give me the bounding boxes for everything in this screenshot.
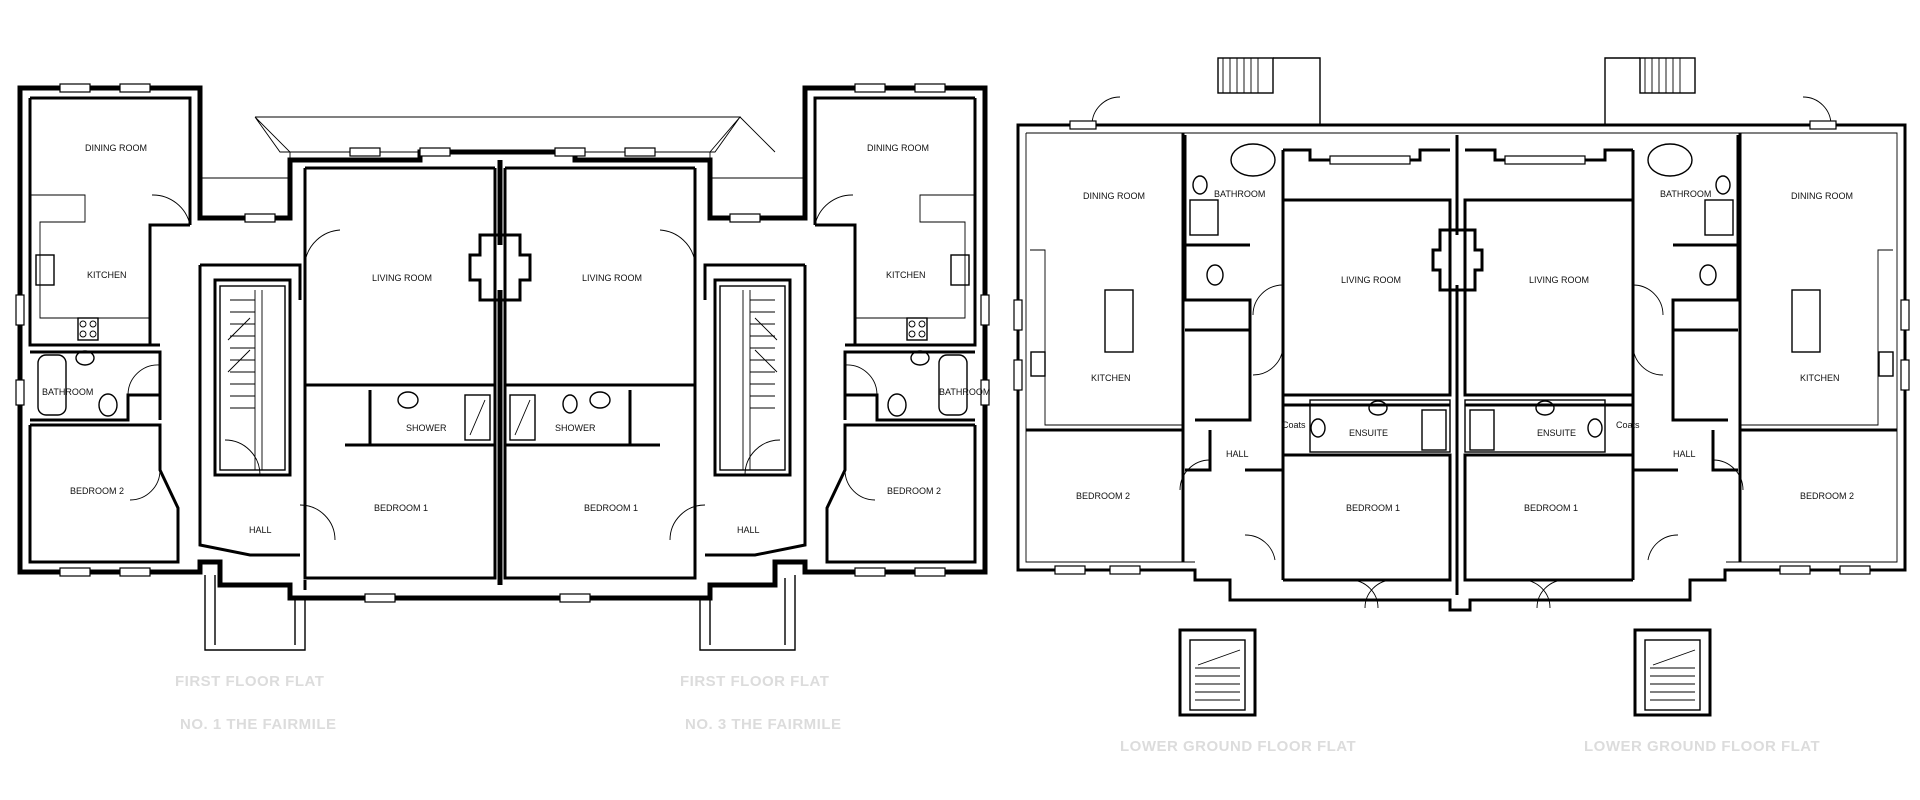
- ff-right-living-room-label: LIVING ROOM: [582, 273, 642, 283]
- lg-left-hall-label: HALL: [1226, 449, 1249, 459]
- lg-left-bedroom1-label: BEDROOM 1: [1346, 503, 1400, 513]
- lower-ground-right-title: LOWER GROUND FLOOR FLAT: [1584, 738, 1820, 755]
- first-floor-inner-walls-right: [503, 166, 697, 580]
- ff-right-bathroom-label: BATHROOM: [939, 387, 990, 397]
- lg-left-living-room-label: LIVING ROOM: [1341, 275, 1401, 285]
- plan-titles: FIRST FLOOR FLAT NO. 1 THE FAIRMILE FIRS…: [175, 673, 1820, 755]
- lg-right-bedroom2-label: BEDROOM 2: [1800, 491, 1854, 501]
- lower-ground-floor-plan: [1013, 57, 1910, 717]
- lg-right-hall-label: HALL: [1673, 449, 1696, 459]
- first-floor-left-subtitle: NO. 1 THE FAIRMILE: [180, 716, 337, 733]
- ff-right-bedroom1-label: BEDROOM 1: [584, 503, 638, 513]
- right-kitchen-island: [1791, 289, 1821, 353]
- lg-right-kitchen-label: KITCHEN: [1800, 373, 1840, 383]
- ff-right-kitchen-label: KITCHEN: [886, 270, 926, 280]
- lower-ground-windows: [1013, 120, 1910, 575]
- first-floor-door-swings: [127, 194, 878, 541]
- left-flat-inner-walls: [28, 96, 302, 564]
- ff-right-dining-room-label: DINING ROOM: [867, 143, 929, 153]
- lower-ground-left-rooms: [1026, 133, 1283, 562]
- ff-left-bathroom-label: BATHROOM: [42, 387, 93, 397]
- lower-ground-kitchen-worktops: [1030, 249, 1893, 426]
- lg-right-coats-label: Coats: [1616, 420, 1640, 430]
- first-floor-outer-wall: [17, 85, 988, 601]
- ff-left-dining-room-label: DINING ROOM: [85, 143, 147, 153]
- shower-rooms: [345, 390, 660, 447]
- lg-right-living-room-label: LIVING ROOM: [1529, 275, 1589, 285]
- first-floor-windows: [15, 83, 990, 603]
- first-floor-porches: [204, 575, 796, 651]
- ff-left-hall-label: HALL: [249, 525, 272, 535]
- left-stair: [219, 285, 286, 471]
- first-floor-left-title: FIRST FLOOR FLAT: [175, 673, 324, 690]
- lower-ground-living-walls: [1283, 198, 1633, 407]
- lg-left-bedroom2-label: BEDROOM 2: [1076, 491, 1130, 501]
- first-floor-plan: [15, 83, 990, 651]
- ff-left-kitchen-label: KITCHEN: [87, 270, 127, 280]
- party-wall-chimney: [468, 233, 532, 302]
- lower-ground-outer-wall-inner: [1025, 132, 1898, 563]
- ff-left-bedroom1-label: BEDROOM 1: [374, 503, 428, 513]
- ff-right-bedroom2-label: BEDROOM 2: [887, 486, 941, 496]
- first-floor-roof-lines: [200, 116, 805, 179]
- first-floor-right-title: FIRST FLOOR FLAT: [680, 673, 829, 690]
- lg-left-bathroom-label: BATHROOM: [1214, 189, 1265, 199]
- ff-left-living-room-label: LIVING ROOM: [372, 273, 432, 283]
- lower-ground-outer-wall: [1016, 123, 1907, 612]
- lg-right-dining-room-label: DINING ROOM: [1791, 191, 1853, 201]
- lg-right-ensuite-label: ENSUITE: [1537, 428, 1576, 438]
- first-floor-right-subtitle: NO. 3 THE FAIRMILE: [685, 716, 842, 733]
- right-stair: [719, 285, 786, 471]
- lower-ground-bath-fixtures: [1189, 143, 1734, 286]
- room-labels: DINING ROOM KITCHEN BATHROOM BEDROOM 2 L…: [42, 143, 1854, 535]
- lower-ground-bedroom1-walls: [1283, 453, 1633, 582]
- lg-left-kitchen-label: KITCHEN: [1091, 373, 1131, 383]
- lg-left-ensuite-label: ENSUITE: [1349, 428, 1388, 438]
- lower-ground-door-swings: [1091, 96, 1832, 609]
- lower-ground-party-walls: [1281, 135, 1635, 595]
- left-sink: [1030, 351, 1046, 377]
- lower-ground-left-title: LOWER GROUND FLOOR FLAT: [1120, 738, 1356, 755]
- lg-right-bathroom-label: BATHROOM: [1660, 189, 1711, 199]
- first-floor-bath-fixtures: [37, 350, 968, 417]
- lg-left-coats-label: Coats: [1282, 420, 1306, 430]
- ff-right-hall-label: HALL: [737, 525, 760, 535]
- first-floor-inner-walls-left: [303, 166, 497, 590]
- ff-left-shower-label: SHOWER: [406, 423, 447, 433]
- lower-ground-bottom-stairwells: [1178, 628, 1712, 717]
- right-flat-inner-walls: [703, 96, 977, 564]
- lg-right-bedroom1-label: BEDROOM 1: [1524, 503, 1578, 513]
- ff-left-bedroom2-label: BEDROOM 2: [70, 486, 124, 496]
- right-sink: [1878, 351, 1894, 377]
- lower-ground-right-rooms: [1633, 133, 1897, 562]
- left-kitchen-island: [1104, 289, 1134, 353]
- lower-ground-chimney: [1431, 228, 1484, 292]
- lower-ground-ensuites: [1309, 399, 1606, 453]
- lower-ground-top-stairs: [1217, 57, 1696, 125]
- first-floor-kitchen-fittings: [30, 194, 975, 341]
- lg-left-dining-room-label: DINING ROOM: [1083, 191, 1145, 201]
- ff-right-shower-label: SHOWER: [555, 423, 596, 433]
